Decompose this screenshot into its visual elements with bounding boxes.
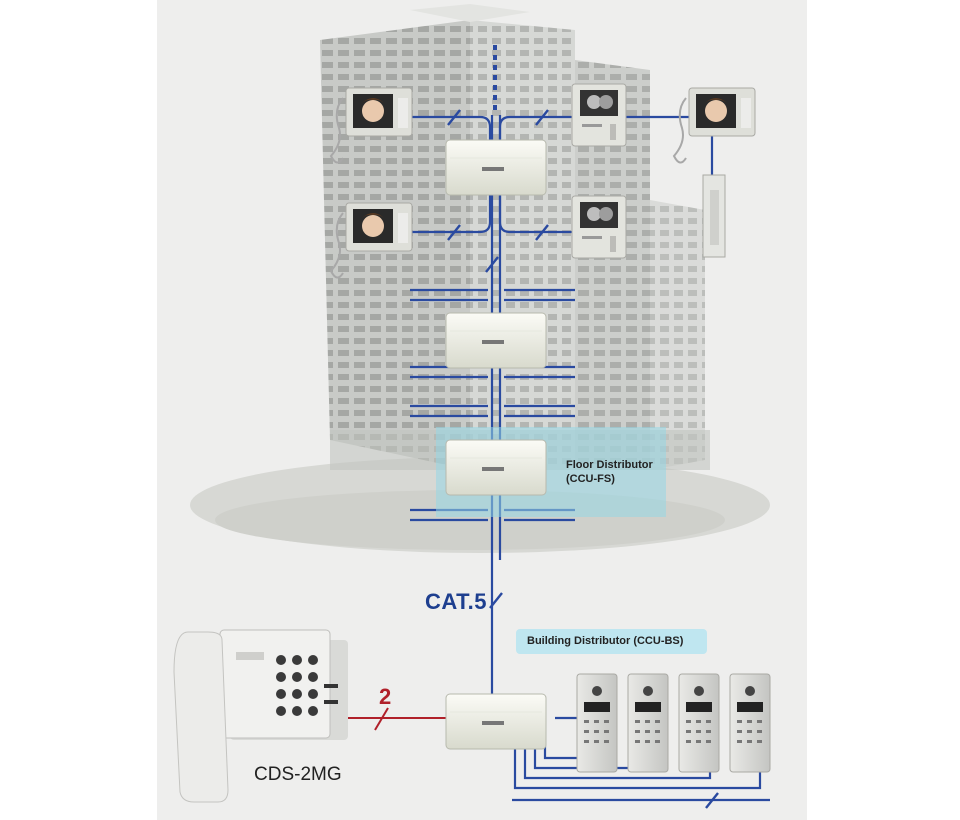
- video-monitor-icon: [329, 87, 413, 164]
- phone-model-label: CDS-2MG: [254, 764, 342, 785]
- video-monitor-icon: [329, 202, 413, 279]
- distributor-box-icon: [445, 312, 547, 369]
- distributor-box-icon: [445, 693, 547, 750]
- distributor-box-icon: [445, 139, 547, 196]
- telephone-icon: [173, 629, 348, 803]
- building-distributor-label: Building Distributor (CCU-BS): [527, 635, 684, 647]
- video-monitor-icon: [672, 87, 756, 164]
- interphone-unit-icon: [702, 174, 726, 258]
- wire-count-label: 2: [379, 684, 392, 709]
- cable-type-label: CAT.5: [425, 589, 487, 614]
- floor-distributor-highlight: [436, 427, 666, 517]
- door-station-icon: [627, 673, 669, 773]
- video-monitor-icon: [571, 195, 627, 259]
- door-station-icon: [729, 673, 771, 773]
- video-monitor-icon: [571, 83, 627, 147]
- bus-tick-marks: [447, 109, 719, 809]
- floor-distributor-model: (CCU-FS): [566, 473, 615, 485]
- building-distributor-callout: [516, 629, 707, 654]
- door-station-icon: [576, 673, 618, 773]
- floor-distributor-label: Floor Distributor: [566, 459, 653, 471]
- phone-line: [338, 707, 446, 731]
- door-station-icon: [678, 673, 720, 773]
